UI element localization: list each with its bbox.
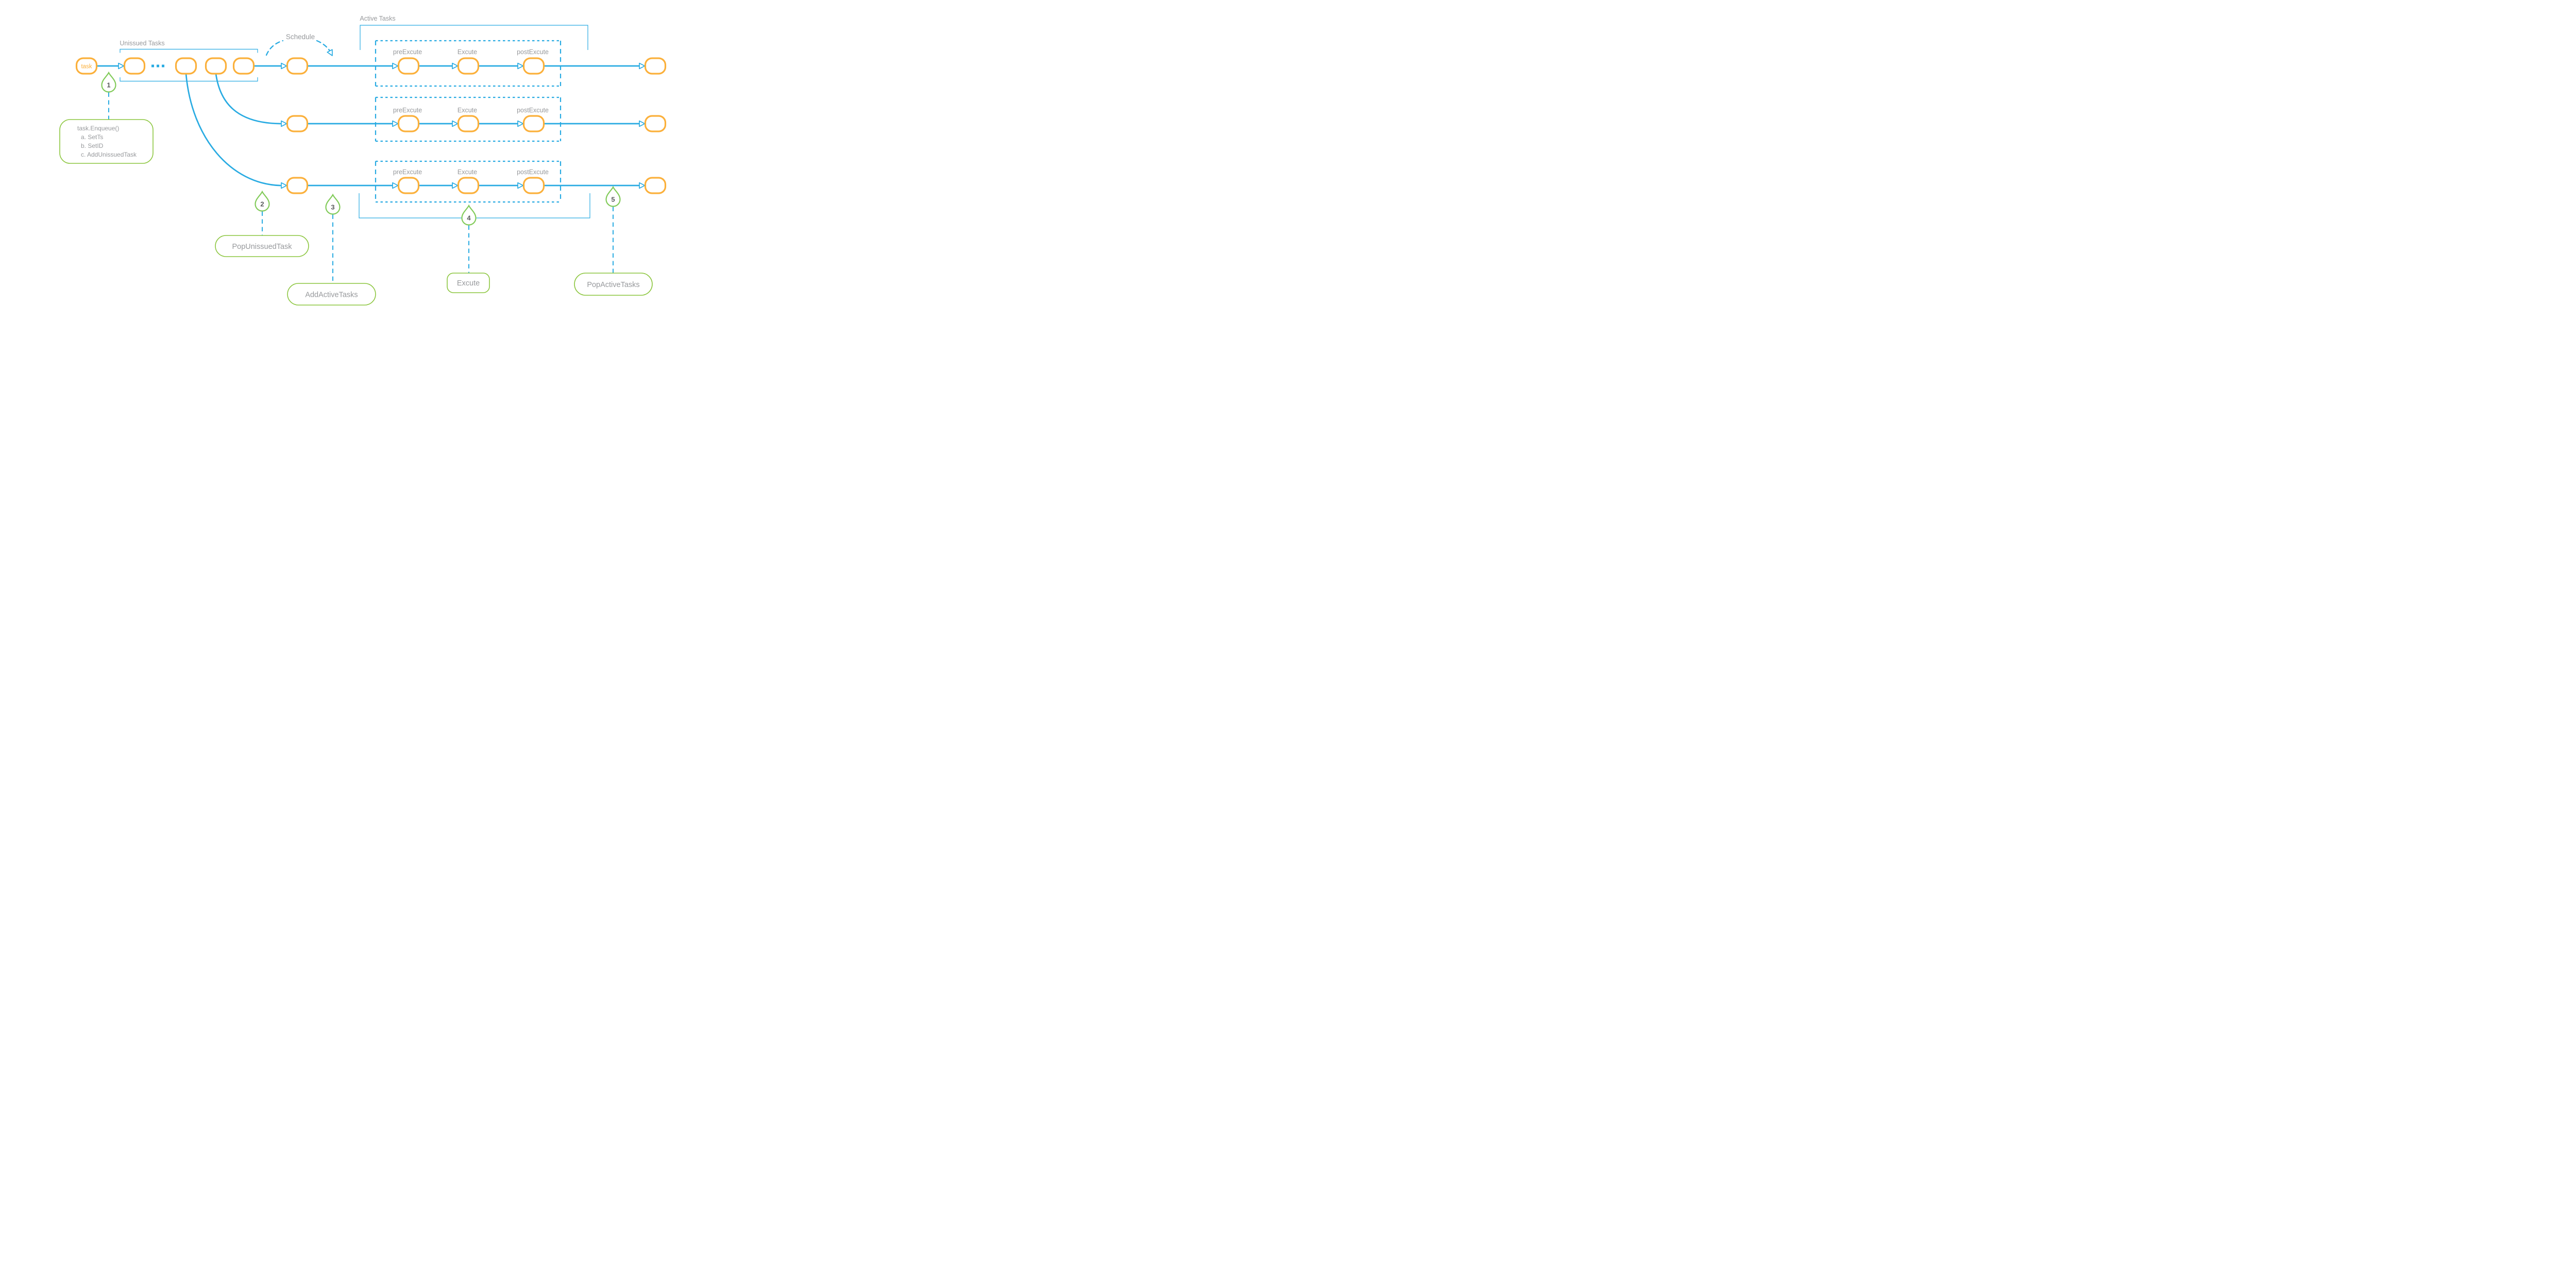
callouts: task.Enqueue() a. SetTs b. SetID c. AddU… (59, 119, 653, 306)
callout-text: Excute (457, 279, 480, 288)
execute-box-row3: preExcute Excute postExcute (375, 160, 562, 203)
execute-box-row1: preExcute Excute postExcute (375, 40, 562, 87)
arrowhead-icon (639, 62, 646, 70)
unissued-node (232, 57, 255, 75)
arrowhead-icon (639, 120, 646, 127)
step-markers: 1 2 3 4 5 (101, 72, 621, 286)
stage-label-postexcute: postExcute (517, 168, 549, 176)
schedule-arc-right (316, 40, 332, 54)
arrowhead-icon (281, 62, 287, 70)
active-tasks-label: Active Tasks (360, 15, 395, 22)
callout-pop-unissued-task: PopUnissuedTask (215, 235, 309, 257)
schedule-arrowhead-icon (327, 49, 335, 58)
arrowhead-icon (452, 120, 459, 127)
ellipsis-dot (162, 64, 164, 68)
marker-number: 4 (467, 214, 471, 222)
callout-box (287, 283, 376, 306)
schedule-node (286, 57, 309, 75)
schedule-node (286, 177, 309, 194)
callout-text: PopActiveTasks (587, 281, 639, 289)
step-marker-5: 5 (605, 186, 621, 275)
arrowhead-icon (392, 182, 399, 189)
schedule-label: Schedule (286, 33, 315, 41)
callout-add-active-tasks: AddActiveTasks (287, 283, 376, 306)
stage-label-excute: Excute (457, 168, 477, 176)
step-marker-3: 3 (325, 194, 341, 286)
marker-number: 3 (331, 204, 334, 211)
step-marker-2: 2 (255, 191, 270, 238)
arrowhead-icon (392, 62, 399, 70)
task-scheduler-diagram: Unissued Tasks Schedule Active Tasks (0, 0, 778, 320)
arrowhead-icon (517, 182, 524, 189)
arrowhead-icon (639, 182, 646, 189)
schedule-curve-to-row2 (215, 73, 281, 125)
step-marker-4: 4 (461, 205, 477, 275)
callout-text: PopUnissuedTask (232, 243, 292, 251)
ellipsis-dot (157, 64, 159, 68)
callout-box (59, 119, 154, 164)
task-nodes: task (75, 57, 667, 194)
arrowhead-icon (392, 120, 399, 127)
unissued-node (175, 57, 197, 75)
arrowhead-icon (281, 120, 287, 127)
postexcute-node (522, 177, 545, 194)
marker-number: 1 (107, 81, 110, 89)
marker-number: 2 (260, 200, 264, 208)
preexcute-node (397, 57, 420, 75)
callout-enqueue: task.Enqueue() a. SetTs b. SetID c. AddU… (59, 119, 154, 164)
stage-label-excute: Excute (457, 48, 477, 56)
stage-label-preexcute: preExcute (393, 168, 422, 176)
stage-label-preexcute: preExcute (393, 48, 422, 56)
preexcute-node (397, 177, 420, 194)
step-marker-1: 1 (101, 72, 116, 123)
preexcute-node (397, 115, 420, 132)
arrowhead-icon (517, 120, 524, 127)
callout-text: AddActiveTasks (305, 291, 358, 299)
stage-label-preexcute: preExcute (393, 107, 422, 114)
end-node (644, 57, 667, 75)
arrowhead-icon (517, 62, 524, 70)
unissued-node (205, 57, 227, 75)
unissued-bracket-bottom (120, 77, 258, 82)
active-tasks-bracket-top (360, 25, 588, 50)
flow-lines (96, 62, 646, 189)
schedule-arc-left (265, 40, 284, 56)
callout-text: task.Enqueue() (77, 125, 119, 132)
unissued-node (123, 57, 146, 75)
unissued-bracket-top (120, 48, 258, 53)
callout-text: c. AddUnissuedTask (81, 151, 137, 158)
callout-excute: Excute (447, 273, 490, 293)
diagram-canvas: Unissued Tasks Schedule Active Tasks (59, 15, 667, 306)
marker-number: 5 (611, 196, 615, 204)
callout-text: b. SetID (81, 142, 104, 149)
execute-box-row2: preExcute Excute postExcute (375, 96, 562, 142)
ellipsis-dot (151, 64, 154, 68)
excute-node (457, 57, 480, 75)
stage-label-excute: Excute (457, 107, 477, 114)
callout-pop-active-tasks: PopActiveTasks (574, 273, 653, 296)
excute-node (457, 177, 480, 194)
arrowhead-icon (452, 62, 459, 70)
stage-label-postexcute: postExcute (517, 48, 549, 56)
callout-box (215, 235, 309, 257)
arrowhead-icon (118, 62, 125, 70)
end-node (644, 115, 667, 132)
callout-box (574, 273, 653, 296)
unissued-tasks-label: Unissued Tasks (120, 40, 164, 47)
arrowhead-icon (452, 182, 459, 189)
task-node-label: task (81, 64, 92, 70)
schedule-node (286, 115, 309, 132)
arrowhead-icon (281, 182, 287, 189)
postexcute-node (522, 115, 545, 132)
postexcute-node (522, 57, 545, 75)
callout-box (447, 273, 490, 293)
end-node (644, 177, 667, 194)
stage-label-postexcute: postExcute (517, 107, 549, 114)
schedule-section: Schedule (265, 33, 335, 58)
callout-text: a. SetTs (81, 133, 103, 141)
unissued-tasks-section: Unissued Tasks (120, 40, 258, 82)
schedule-curve-to-row3 (185, 73, 281, 187)
excute-node (457, 115, 480, 132)
queue-ellipsis (151, 64, 164, 68)
